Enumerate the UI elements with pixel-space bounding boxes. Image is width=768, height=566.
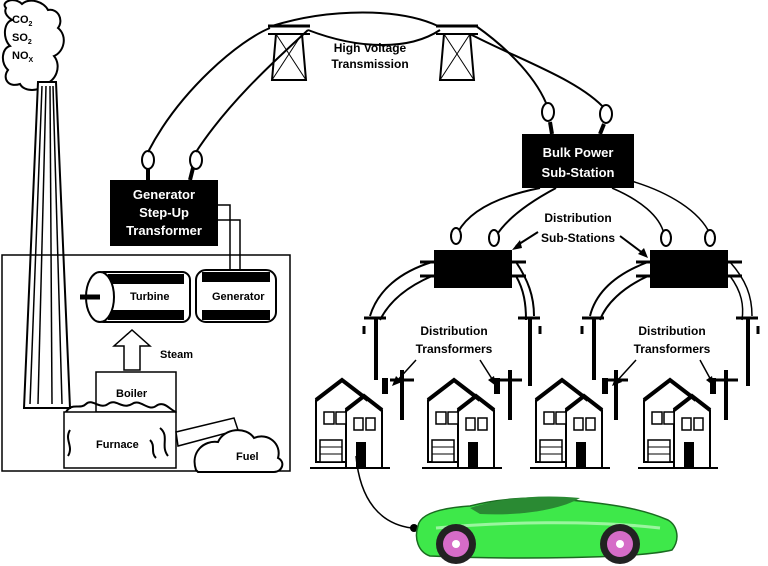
- steam-label: Steam: [160, 349, 193, 361]
- transmission-towers: [268, 24, 478, 81]
- co2-label: CO: [12, 14, 29, 26]
- car-wheel: [600, 524, 640, 564]
- house: [422, 377, 502, 469]
- power-plant-building: [1, 254, 291, 472]
- distribution-transformers-left-label-2: Transformers: [416, 342, 493, 356]
- utility-poles: [362, 316, 760, 420]
- generator: Generator: [195, 269, 277, 323]
- house: [310, 377, 390, 469]
- car-window: [470, 496, 580, 515]
- so2-label: SO: [12, 32, 28, 44]
- distribution-transformers-left-label-1: Distribution: [420, 324, 487, 338]
- furnace: Furnace: [63, 401, 177, 469]
- step-up-label-2: Step-Up: [139, 205, 189, 220]
- generator-label: Generator: [212, 291, 265, 303]
- transmission-tower-right: [436, 24, 478, 81]
- bulk-power-label-2: Sub-Station: [542, 165, 615, 180]
- house: [638, 377, 718, 469]
- utility-pole: [580, 316, 604, 380]
- distribution-feeders: [369, 261, 753, 321]
- transformer-pole: [498, 370, 522, 420]
- fuel-label: Fuel: [236, 451, 259, 463]
- transformer-pole: [390, 370, 414, 420]
- step-up-insulators: [141, 150, 203, 181]
- so2-sub: 2: [28, 39, 32, 46]
- boiler-label: Boiler: [116, 388, 148, 400]
- bulk-power-label-1: Bulk Power: [543, 145, 614, 160]
- transmission-tower-left: [268, 24, 310, 81]
- distribution-substation-right: [636, 229, 742, 288]
- nox-sub: X: [29, 57, 34, 64]
- furnace-label: Furnace: [96, 439, 139, 451]
- steam-arrow: Steam: [112, 328, 193, 371]
- transformer-pole: [714, 370, 738, 420]
- distribution-transformers-right-label-2: Transformers: [634, 342, 711, 356]
- svg-text:CO2: CO2: [12, 14, 33, 28]
- turbine-label: Turbine: [130, 291, 170, 303]
- nox-label: NO: [12, 50, 29, 62]
- emissions-label: CO2 SO2 NOX: [12, 14, 34, 64]
- high-voltage-label-2: Transmission: [331, 57, 408, 71]
- co2-sub: 2: [29, 21, 33, 28]
- distribution-substations-label-1: Distribution: [544, 211, 611, 225]
- smoke-stack: [22, 81, 72, 409]
- turbine: Turbine: [80, 271, 191, 323]
- utility-pole: [736, 316, 760, 386]
- charging-plug: [410, 524, 418, 532]
- charging-cable: [355, 455, 413, 529]
- transmission-lines: [147, 11, 607, 153]
- generator-leads: [218, 204, 241, 270]
- step-up-label-3: Transformer: [126, 223, 202, 238]
- houses: [310, 377, 718, 469]
- step-up-label-1: Generator: [133, 187, 195, 202]
- distribution-substation-left: [420, 227, 526, 288]
- svg-text:SO2: SO2: [12, 32, 32, 46]
- utility-pole: [518, 316, 542, 386]
- car-wheel: [436, 524, 476, 564]
- boiler: Boiler: [95, 371, 177, 413]
- house: [530, 377, 610, 469]
- step-up-transformer: Generator Step-Up Transformer: [110, 150, 218, 246]
- distribution-substations-label-2: Sub-Stations: [541, 231, 615, 245]
- bulk-power-substation: Bulk Power Sub-Station: [522, 102, 634, 188]
- substation-pointer-arrows: [512, 231, 648, 258]
- subtransmission-lines: [457, 179, 711, 237]
- fuel-pile: Fuel: [175, 417, 284, 473]
- high-voltage-label-1: High Voltage: [334, 41, 407, 55]
- electric-car: [415, 496, 678, 564]
- svg-text:NOX: NOX: [12, 50, 34, 64]
- utility-pole: [362, 316, 386, 380]
- distribution-transformers-right-label-1: Distribution: [638, 324, 705, 338]
